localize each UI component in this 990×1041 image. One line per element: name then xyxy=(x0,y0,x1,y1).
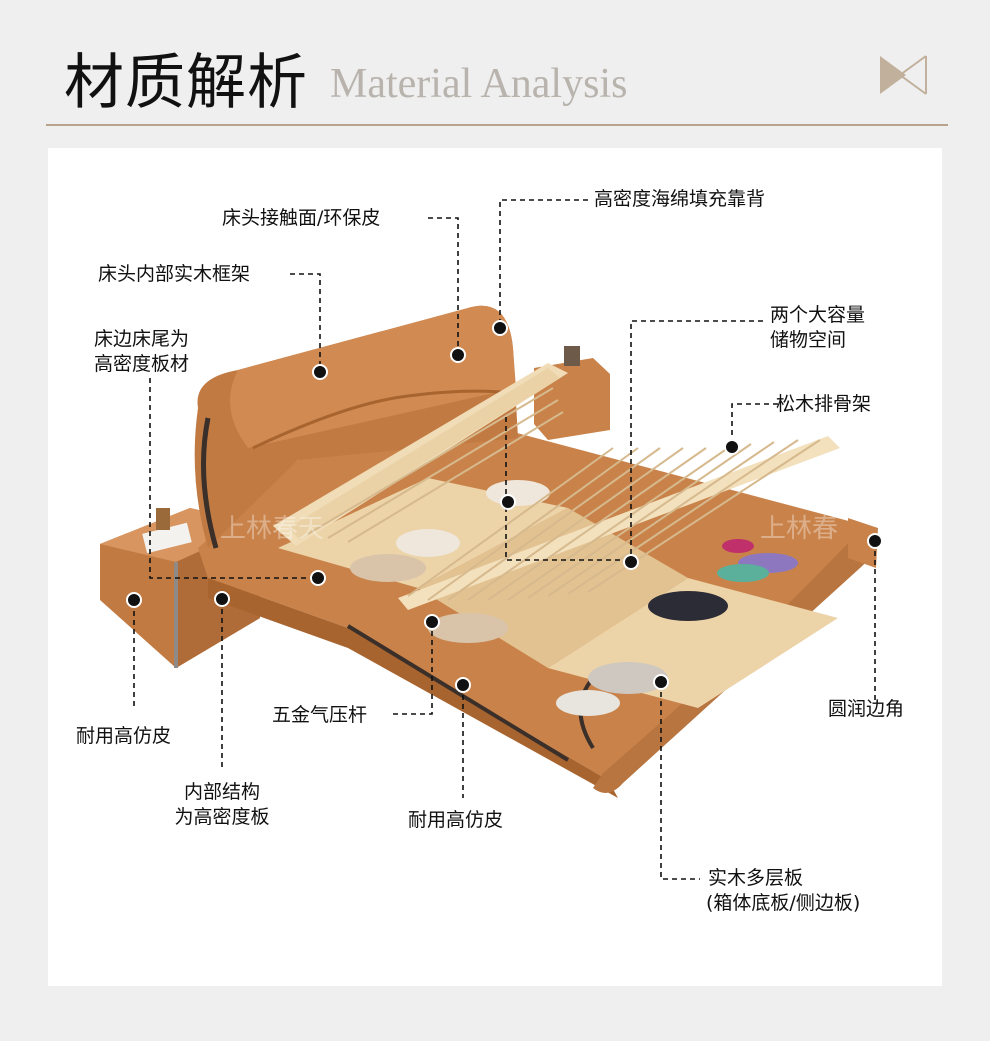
label-plywood-line1: 实木多层板 xyxy=(708,867,804,889)
label-inner-structure-line1: 内部结构 xyxy=(183,781,260,803)
dot-durable-leather-bottom xyxy=(455,677,471,693)
dot-side-board xyxy=(310,570,326,586)
watermark-left: 上林春天 xyxy=(220,514,325,544)
dot-gas-strut xyxy=(424,614,440,630)
bed-corner xyxy=(848,518,878,568)
label-durable-leather-bottom: 耐用高仿皮 xyxy=(408,809,504,831)
dot-sponge-backrest xyxy=(492,320,508,336)
label-headboard-contact: 床头接触面/环保皮 xyxy=(222,207,381,229)
bed-frame xyxy=(198,420,872,798)
dot-storage xyxy=(623,554,639,570)
dot-round-corner xyxy=(867,533,883,549)
dot-durable-leather-left xyxy=(126,592,142,608)
label-side-board-line2: 高密度板材 xyxy=(94,353,190,375)
callout-dots xyxy=(126,320,883,693)
label-headboard-frame: 床头内部实木框架 xyxy=(98,263,251,285)
watermark-right: 上林春 xyxy=(760,514,839,544)
dot-headboard-frame xyxy=(312,364,328,380)
page-title: 材质解析 xyxy=(64,48,308,118)
storage-bed-illustration xyxy=(100,199,883,880)
label-gas-strut: 五金气压杆 xyxy=(272,704,368,726)
label-storage-line2: 储物空间 xyxy=(770,329,847,351)
headboard xyxy=(194,305,610,549)
label-inner-structure-line2: 为高密度板 xyxy=(174,806,270,828)
dot-pine-slats xyxy=(724,439,740,455)
leader-lines xyxy=(133,199,876,880)
label-durable-leather-left: 耐用高仿皮 xyxy=(76,725,172,747)
page-header: 材质解析 Material Analysis xyxy=(0,0,990,130)
header-divider xyxy=(46,124,948,126)
label-pine-slats: 松木排骨架 xyxy=(776,393,872,415)
dot-headboard-contact xyxy=(450,347,466,363)
dot-inner-structure xyxy=(214,591,230,607)
label-plywood-line2: (箱体底板/侧边板) xyxy=(706,892,861,914)
page-subtitle: Material Analysis xyxy=(330,61,628,107)
label-side-board-line1: 床边床尾为 xyxy=(94,328,190,350)
label-round-corner: 圆润边角 xyxy=(828,698,905,720)
dot-storage-left xyxy=(500,494,516,510)
bowtie-triangle-icon xyxy=(880,55,927,95)
dot-plywood xyxy=(653,674,669,690)
label-sponge-backrest: 高密度海绵填充靠背 xyxy=(594,188,766,210)
label-storage-line1: 两个大容量 xyxy=(770,304,866,326)
pine-slat-lift-board xyxy=(273,363,840,610)
